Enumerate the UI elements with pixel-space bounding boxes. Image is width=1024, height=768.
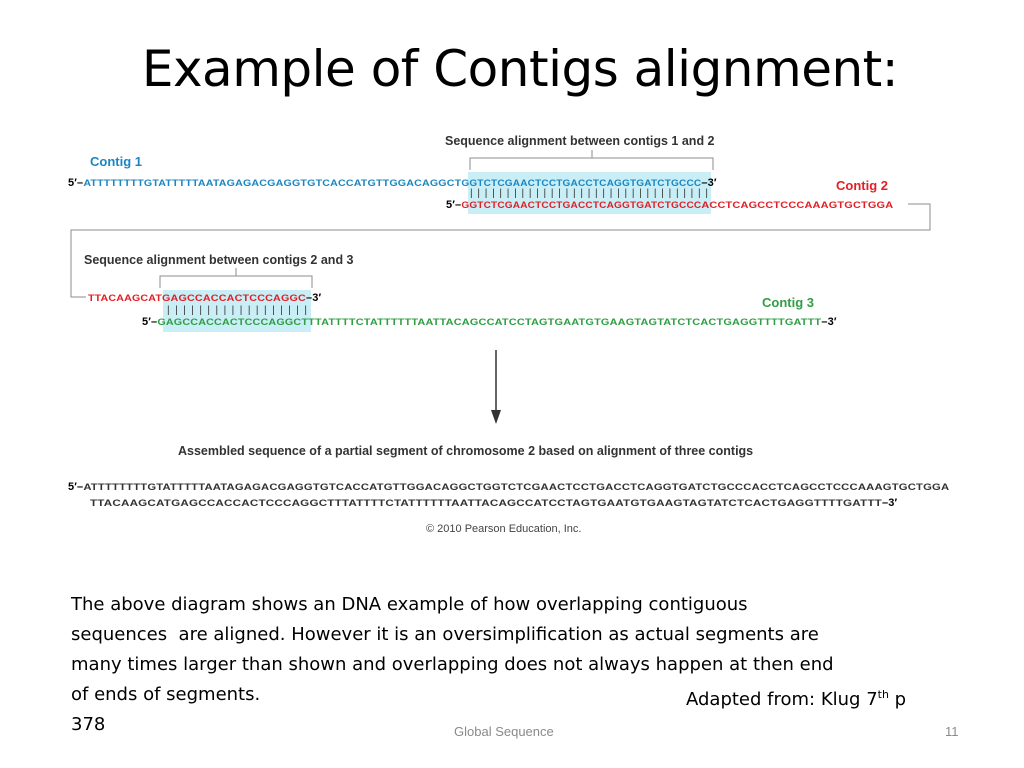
caption-line: The above diagram shows an DNA example o… bbox=[71, 594, 748, 615]
caption-line: of ends of segments. bbox=[71, 684, 261, 705]
three-prime-marker: –3′ bbox=[701, 177, 717, 189]
alignment-1-2-title: Sequence alignment between contigs 1 and… bbox=[445, 134, 715, 148]
contig-1-label: Contig 1 bbox=[90, 154, 142, 169]
reference-suffix: p bbox=[888, 689, 907, 710]
five-prime-marker: 5′– bbox=[68, 177, 83, 189]
caption: The above diagram shows an DNA example o… bbox=[71, 590, 971, 740]
contig-2-sequence: 5′–GGTCTCGAACTCCTGACCTCAGGTGATCTGCCCACCT… bbox=[446, 199, 894, 211]
alignment-2-3-title: Sequence alignment between contigs 2 and… bbox=[84, 253, 354, 267]
five-prime-marker: 5′– bbox=[68, 481, 83, 493]
assembled-seq-2: TTACAAGCATGAGCCACCACTCCCAGGCTTTATTTTCTAT… bbox=[90, 498, 882, 508]
contig-2-tail-seq: ACCTCAGCCTCCCAAAGTGCTGGA bbox=[701, 200, 893, 210]
contig-2-wrap-connector bbox=[70, 203, 931, 298]
reference-prefix: Adapted from: Klug 7 bbox=[686, 689, 878, 710]
bracket-1-2 bbox=[469, 150, 714, 170]
contig-3-sequence: 5′–GAGCCACCACTCCCAGGCTTTATTTTCTATTTTTTAA… bbox=[142, 316, 837, 328]
contig-2-overlap-seq: GGTCTCGAACTCCTGACCTCAGGTGATCTGCCC bbox=[461, 200, 701, 210]
footer-title: Global Sequence bbox=[454, 724, 554, 739]
three-prime-marker: –3′ bbox=[306, 292, 322, 304]
assembled-sequence-line-1: 5′–ATTTTTTTTGTATTTTTAATAGAGACGAGGTGTCACC… bbox=[68, 481, 950, 493]
five-prime-marker: 5′– bbox=[446, 199, 461, 211]
overlap-highlight-2-3 bbox=[163, 290, 311, 332]
page-number: 11 bbox=[945, 724, 959, 739]
match-bars-1-2: ||||||||||||||||||||||||||||||||| bbox=[470, 188, 708, 199]
contig-1-sequence: 5′–ATTTTTTTTGTATTTTTAATAGAGACGAGGTGTCACC… bbox=[68, 177, 717, 189]
assembled-title: Assembled sequence of a partial segment … bbox=[178, 444, 753, 458]
overlap-highlight-1-2 bbox=[468, 172, 711, 214]
contig-2-label: Contig 2 bbox=[836, 178, 888, 193]
three-prime-marker: –3′ bbox=[821, 316, 837, 328]
contig-1-unique-seq: ATTTTTTTTGTATTTTTAATAGAGACGAGGTGTCACCATG… bbox=[83, 178, 461, 188]
caption-line: many times larger than shown and overlap… bbox=[71, 654, 834, 675]
caption-line: sequences are aligned. However it is an … bbox=[71, 624, 819, 645]
contig-1-overlap-seq: GGTCTCGAACTCCTGACCTCAGGTGATCTGCCC bbox=[461, 178, 701, 188]
assembled-sequence-line-2: TTACAAGCATGAGCCACCACTCCCAGGCTTTATTTTCTAT… bbox=[90, 497, 898, 509]
reference-sup: th bbox=[877, 688, 889, 701]
copyright-notice: © 2010 Pearson Education, Inc. bbox=[426, 523, 581, 535]
contig-2-overlap2-seq: GAGCCACCACTCCCAGGC bbox=[162, 293, 306, 303]
contig-3-tail-seq: TTTATTTTCTATTTTTTAATTACAGCCATCCTAGTGAATG… bbox=[301, 317, 821, 327]
three-prime-marker: –3′ bbox=[882, 497, 898, 509]
contig-3-label: Contig 3 bbox=[762, 295, 814, 310]
reference-note: Adapted from: Klug 7th p bbox=[686, 680, 906, 715]
down-arrow-icon bbox=[491, 350, 501, 424]
contig-2-wrap-sequence: TTACAAGCATGAGCCACCACTCCCAGGC–3′ bbox=[88, 292, 322, 304]
caption-line: 378 bbox=[71, 714, 106, 735]
bracket-2-3 bbox=[159, 268, 313, 288]
contig-2-wrap-seq: TTACAAGCAT bbox=[88, 293, 162, 303]
contig-3-overlap-seq: GAGCCACCACTCCCAGGC bbox=[157, 317, 301, 327]
slide-title: Example of Contigs alignment: bbox=[141, 40, 899, 98]
assembled-seq-1: ATTTTTTTTGTATTTTTAATAGAGACGAGGTGTCACCATG… bbox=[83, 482, 949, 492]
five-prime-marker: 5′– bbox=[142, 316, 157, 328]
